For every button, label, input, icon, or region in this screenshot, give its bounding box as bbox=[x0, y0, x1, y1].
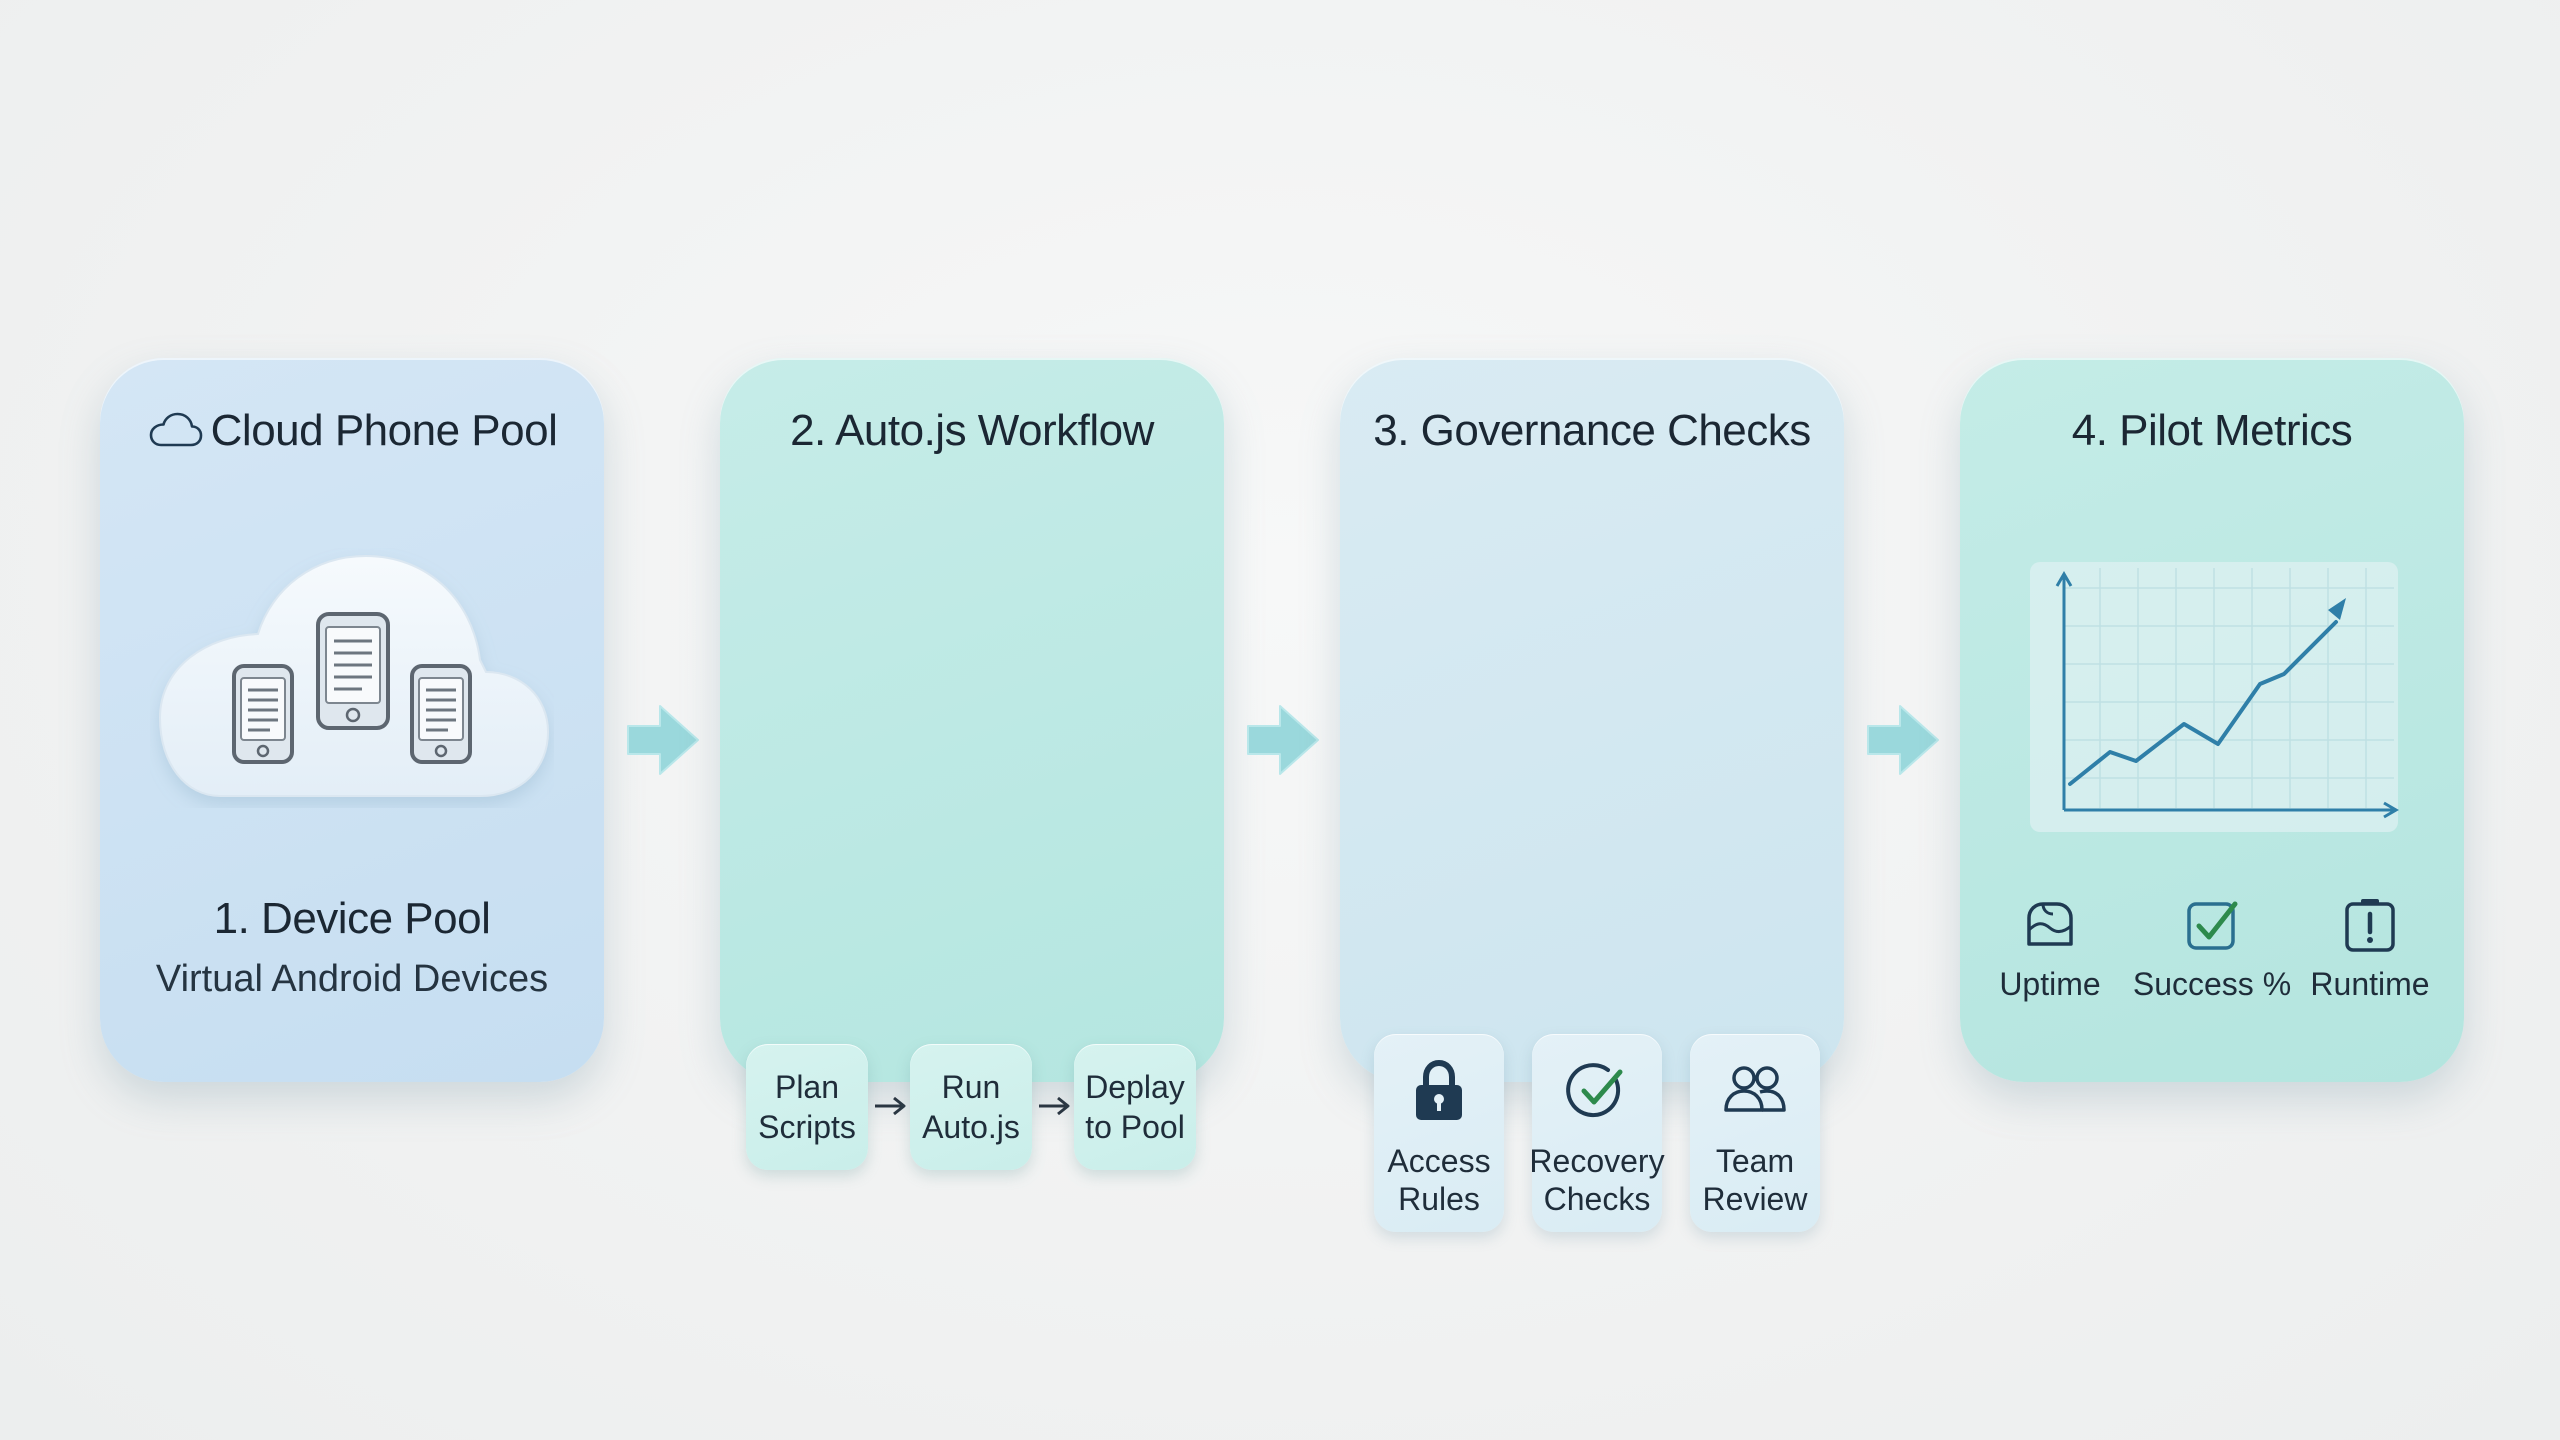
team-icon bbox=[1724, 1066, 1786, 1112]
trend-chart-illustration bbox=[2030, 562, 2399, 832]
card-title: 2. Auto.js Workflow bbox=[790, 406, 1154, 455]
metric-label: Success % bbox=[2132, 966, 2292, 1002]
lock-icon bbox=[1416, 1059, 1462, 1120]
step-label-line2: Scripts bbox=[758, 1109, 856, 1145]
arrow-right-icon bbox=[1039, 1096, 1070, 1116]
card-title: Cloud Phone Pool bbox=[210, 406, 558, 455]
governance-label: Recovery Checks bbox=[1522, 1142, 1672, 1218]
workflow-step-plan-scripts: Plan Scripts bbox=[746, 1044, 868, 1170]
flow-arrow-icon bbox=[1867, 705, 1939, 775]
label-line1: Recovery bbox=[1529, 1143, 1665, 1179]
workflow-step-deploy-to-pool: Deplay to Pool bbox=[1074, 1044, 1196, 1170]
uptime-icon bbox=[2027, 902, 2073, 946]
cloud-devices-illustration bbox=[158, 554, 550, 797]
card-title: 3. Governance Checks bbox=[1373, 406, 1811, 455]
label-line1: Access bbox=[1387, 1143, 1491, 1179]
governance-label: Team Review bbox=[1680, 1142, 1830, 1218]
metric-success-rate: Success % bbox=[2132, 896, 2292, 1016]
runtime-icon bbox=[2345, 899, 2395, 952]
governance-item-recovery-checks: Recovery Checks bbox=[1529, 1034, 1665, 1232]
step-label-line1: Deplay bbox=[1085, 1069, 1185, 1105]
step-label-line2: to Pool bbox=[1085, 1109, 1185, 1145]
governance-item-team-review: Team Review bbox=[1690, 1034, 1820, 1232]
chart-axes bbox=[2055, 571, 2399, 819]
card-title: 4. Pilot Metrics bbox=[2071, 406, 2353, 455]
metric-runtime: Runtime bbox=[2290, 896, 2450, 1016]
success-check-icon bbox=[2187, 901, 2238, 950]
device-pool-subtitle: Virtual Android Devices bbox=[155, 958, 549, 1000]
flow-arrow-icon bbox=[627, 705, 699, 775]
device-pool-heading: 1. Device Pool bbox=[213, 894, 491, 943]
cloud-outline-icon bbox=[149, 412, 202, 447]
phone-icon bbox=[232, 664, 294, 764]
step-label-line1: Plan bbox=[774, 1069, 840, 1105]
label-line2: Rules bbox=[1398, 1181, 1480, 1217]
governance-label: Access Rules bbox=[1364, 1142, 1514, 1218]
label-line1: Team bbox=[1715, 1143, 1795, 1179]
trend-arrowhead bbox=[2328, 598, 2346, 620]
step-label-line1: Run bbox=[941, 1069, 1001, 1105]
metric-label: Runtime bbox=[2310, 966, 2430, 1002]
trend-line bbox=[2068, 620, 2338, 786]
arrow-right-icon bbox=[875, 1096, 906, 1116]
label-line2: Review bbox=[1702, 1181, 1808, 1217]
metric-label: Uptime bbox=[1999, 966, 2101, 1002]
chart-grid bbox=[2064, 568, 2394, 808]
stage-card-pilot-metrics: 4. Pilot Metrics bbox=[1960, 358, 2464, 1082]
stage-card-device-pool: Cloud Phone Pool bbox=[100, 358, 604, 1082]
phone-icon bbox=[316, 612, 390, 730]
stage-card-governance-checks: 3. Governance Checks Access Rules Recove… bbox=[1340, 358, 1844, 1232]
workflow-step-run-autojs: Run Auto.js bbox=[910, 1044, 1032, 1170]
stage-card-autojs-workflow: 2. Auto.js Workflow Plan Scripts Run Aut… bbox=[720, 358, 1224, 1170]
check-circle-icon bbox=[1566, 1063, 1623, 1118]
card-title-row: Cloud Phone Pool bbox=[100, 406, 604, 456]
metric-uptime: Uptime bbox=[1970, 896, 2130, 1016]
label-line2: Checks bbox=[1543, 1181, 1651, 1217]
step-label-line2: Auto.js bbox=[922, 1109, 1020, 1145]
governance-item-access-rules: Access Rules bbox=[1374, 1034, 1504, 1232]
phone-icon bbox=[410, 664, 472, 764]
flow-arrow-icon bbox=[1247, 705, 1319, 775]
